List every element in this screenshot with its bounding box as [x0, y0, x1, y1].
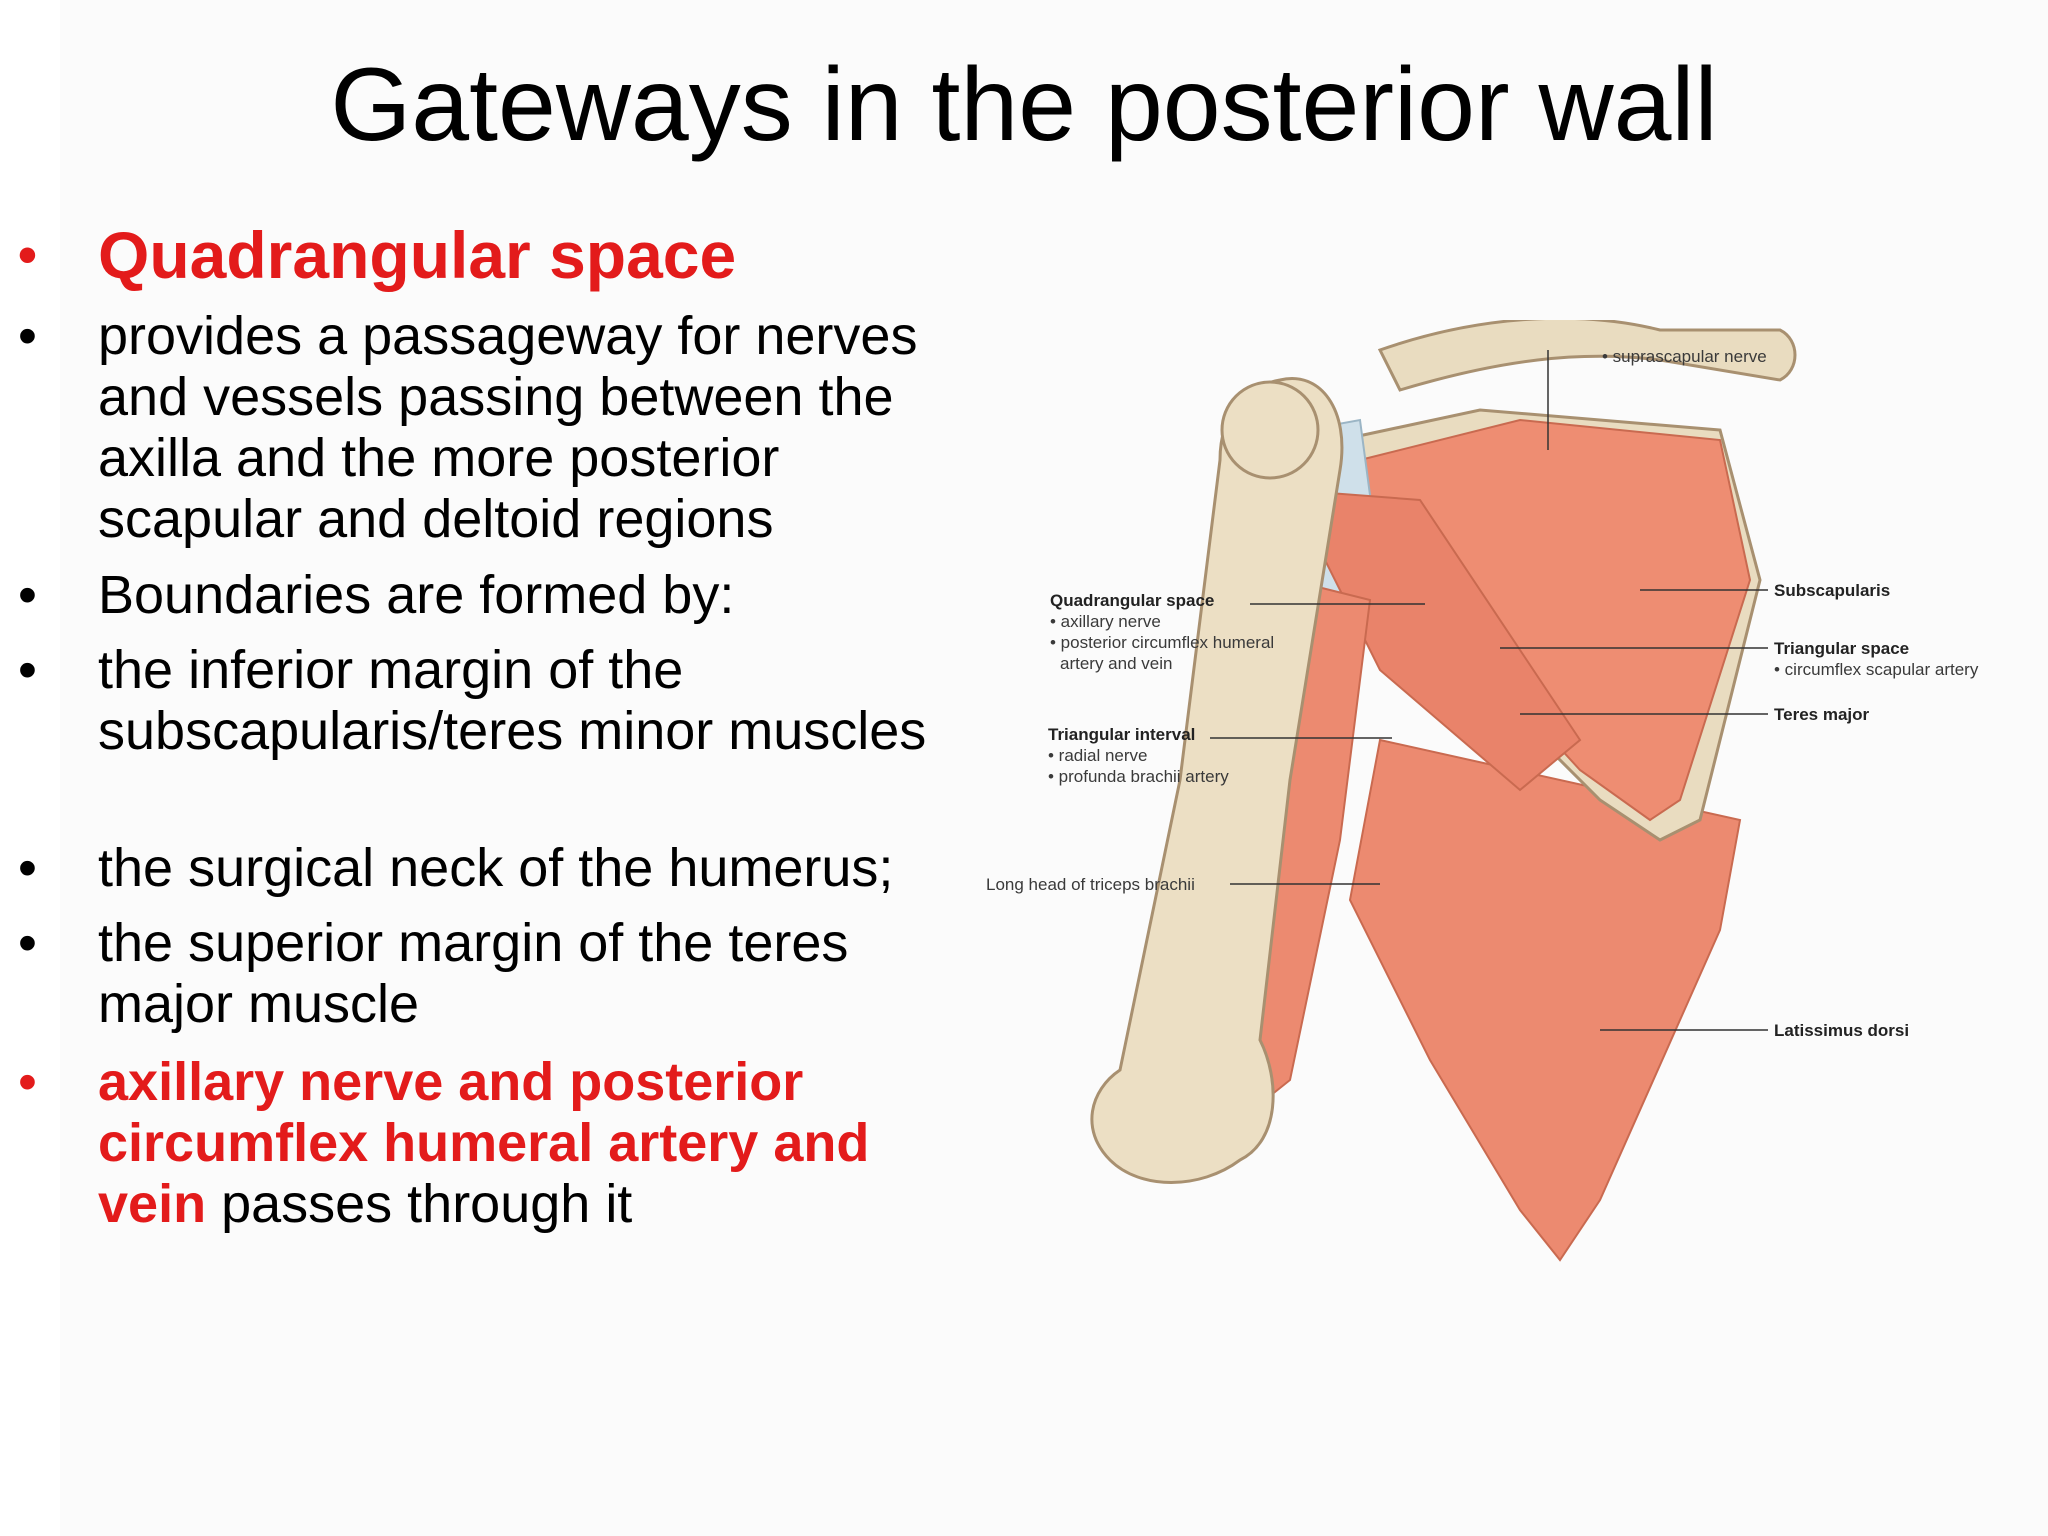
bullet-dot: •	[18, 225, 37, 285]
label-subscapularis: Subscapularis	[1774, 581, 1890, 600]
humerus-bone	[1090, 377, 1344, 1184]
label-radial-nerve: • radial nerve	[1048, 746, 1148, 765]
bullet-text: the inferior margin of the subscapularis…	[98, 640, 927, 761]
bullet-surgical-neck: • the surgical neck of the humerus;	[18, 838, 978, 899]
slide-background	[60, 0, 2048, 1536]
bullet-text-rest: passes through it	[206, 1174, 633, 1234]
label-posterior-circumflex: • posterior circumflex humeral	[1050, 633, 1274, 652]
label-artery-and-vein: artery and vein	[1060, 654, 1172, 673]
bullet-dot: •	[18, 1052, 37, 1112]
label-axillary-nerve: • axillary nerve	[1050, 612, 1161, 631]
clavicle-bone	[1377, 320, 1797, 392]
label-quadrangular-space: Quadrangular space	[1050, 591, 1214, 610]
bullet-dot: •	[18, 306, 37, 366]
bullet-text: the superior margin of the teres major m…	[98, 913, 849, 1034]
bullet-inferior-margin: • the inferior margin of the subscapular…	[18, 640, 978, 762]
label-teres-major: Teres major	[1774, 705, 1870, 724]
label-leader-lines	[1210, 350, 1768, 1031]
latissimus-dorsi-muscle	[1348, 738, 1742, 1262]
label-profunda-brachii: • profunda brachii artery	[1048, 767, 1229, 786]
bullet-dot: •	[18, 913, 37, 973]
bullet-heading-quadrangular-space: • Quadrangular space	[18, 218, 978, 292]
bullet-dot: •	[18, 640, 37, 700]
bullet-dot: •	[18, 838, 37, 898]
label-suprascapular-nerve: • suprascapular nerve	[1602, 347, 1767, 366]
shoulder-anatomy-illustration: • suprascapular nerve Quadrangular space…	[986, 320, 1979, 1262]
label-triangular-space: Triangular space	[1774, 639, 1909, 658]
slide-title: Gateways in the posterior wall	[330, 47, 1718, 163]
bullet-dot: •	[18, 565, 37, 625]
label-long-head-triceps: Long head of triceps brachii	[986, 875, 1195, 894]
bullet-text: provides a passageway for nerves and ves…	[98, 306, 918, 549]
bullet-passageway: • provides a passageway for nerves and v…	[18, 306, 978, 550]
label-circumflex-scapular: • circumflex scapular artery	[1774, 660, 1979, 679]
bullet-text: the surgical neck of the humerus;	[98, 838, 894, 898]
label-latissimus-dorsi: Latissimus dorsi	[1774, 1021, 1909, 1040]
bullet-text: Boundaries are formed by:	[98, 565, 735, 625]
humerus-head	[1220, 380, 1320, 480]
bullet-list: • Quadrangular space • provides a passag…	[0, 0, 1000, 1300]
label-triangular-interval: Triangular interval	[1048, 725, 1195, 744]
bullet-boundaries: • Boundaries are formed by:	[18, 565, 978, 626]
bullet-text: Quadrangular space	[98, 218, 737, 292]
bullet-contents: • axillary nerve and posterior circumfle…	[18, 1052, 978, 1235]
bullet-text-highlight: axillary nerve and posterior circumflex …	[98, 1052, 870, 1234]
bullet-superior-margin: • the superior margin of the teres major…	[18, 913, 978, 1035]
